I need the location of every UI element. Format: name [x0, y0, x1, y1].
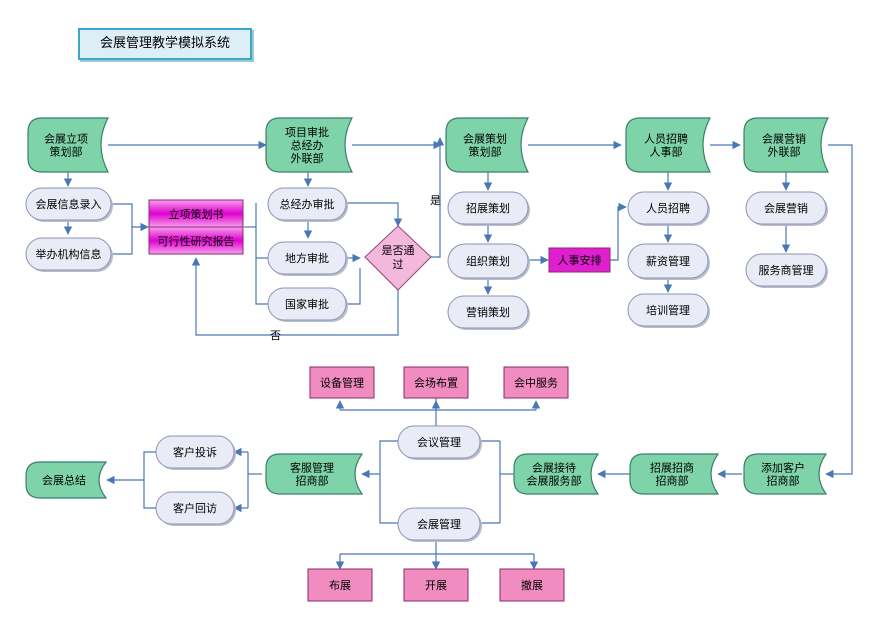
box-venue[interactable]: 会场布置 — [403, 366, 469, 399]
node-recruit-plan[interactable]: 招展策划 — [447, 191, 530, 226]
proposal-label: 立项策划书 — [169, 207, 224, 221]
diagram-title: 会展管理教学模拟系统 — [78, 28, 252, 60]
dept-label: 招商部 — [296, 474, 329, 488]
node-label: 会议管理 — [417, 435, 461, 449]
dept-label: 会展服务部 — [527, 474, 582, 488]
decision-line-1: 是否通 — [382, 244, 415, 257]
box-open[interactable]: 开展 — [403, 568, 469, 602]
proposal-block[interactable]: 立项策划书 可行性研究报告 — [148, 199, 244, 255]
box-label: 人事安排 — [558, 253, 602, 267]
node-label: 招展策划 — [466, 201, 510, 215]
dept-summary[interactable]: 会展总结 — [25, 461, 108, 499]
node-recruitment[interactable]: 人员招聘 — [627, 191, 710, 226]
box-onsite-service[interactable]: 会中服务 — [503, 366, 569, 399]
dept-label: 会展策划 — [463, 132, 507, 146]
node-label: 地方审批 — [285, 251, 329, 265]
dept-label: 招展招商 — [650, 461, 694, 475]
dept-label: 总经办 — [291, 138, 324, 152]
box-label: 设备管理 — [320, 376, 364, 390]
box-label: 会场布置 — [414, 376, 458, 390]
box-label: 布展 — [329, 579, 351, 592]
node-meeting-mgmt[interactable]: 会议管理 — [397, 425, 482, 460]
dept-label: 外联部 — [768, 145, 801, 159]
box-teardown[interactable]: 撤展 — [499, 568, 565, 602]
node-label: 总经办审批 — [280, 197, 335, 211]
node-label: 人员招聘 — [646, 201, 690, 215]
node-info-entry[interactable]: 会展信息录入 — [25, 187, 113, 222]
node-local-approval[interactable]: 地方审批 — [267, 241, 348, 276]
dept-label: 客服管理 — [290, 461, 334, 475]
dept-label: 招商部 — [767, 474, 800, 488]
node-label: 培训管理 — [646, 303, 690, 317]
box-personnel[interactable]: 人事安排 — [548, 247, 611, 273]
dept-label: 会展接待 — [532, 461, 576, 475]
box-setup[interactable]: 布展 — [307, 568, 373, 602]
box-label: 撤展 — [521, 578, 543, 592]
node-label: 国家审批 — [285, 297, 329, 311]
node-label: 会展营销 — [764, 201, 808, 215]
dept-label: 人员招聘 — [644, 132, 688, 146]
node-vendor-mgmt[interactable]: 服务商管理 — [745, 253, 828, 288]
node-organizer-info[interactable]: 举办机构信息 — [25, 237, 113, 272]
node-marketing[interactable]: 会展营销 — [745, 191, 828, 226]
node-label: 薪资管理 — [646, 254, 690, 268]
node-label: 客户回访 — [173, 501, 217, 515]
dept-label: 策划部 — [469, 145, 502, 159]
box-label: 开展 — [425, 579, 447, 592]
yes-label: 是 — [430, 194, 441, 207]
dept-label: 添加客户 — [761, 461, 805, 475]
box-label: 会中服务 — [514, 377, 558, 390]
node-national-approval[interactable]: 国家审批 — [267, 287, 348, 322]
dept-label: 会展营销 — [762, 132, 806, 146]
node-label: 组织策划 — [466, 254, 510, 268]
node-complaint[interactable]: 客户投诉 — [155, 435, 236, 470]
node-label: 营销策划 — [466, 305, 510, 319]
dept-label: 会展立项 — [44, 132, 88, 146]
dept-label: 招商部 — [656, 474, 689, 488]
node-org-plan[interactable]: 组织策划 — [447, 243, 530, 280]
dept-label: 项目审批 — [285, 125, 329, 139]
node-label: 会展信息录入 — [36, 197, 102, 211]
dept-label: 外联部 — [291, 151, 324, 165]
dept-label: 人事部 — [650, 145, 683, 159]
node-training[interactable]: 培训管理 — [627, 293, 710, 328]
connector-lines — [63, 137, 853, 570]
node-label: 服务商管理 — [759, 263, 814, 277]
node-salary[interactable]: 薪资管理 — [627, 243, 710, 280]
node-label: 会展管理 — [417, 517, 461, 531]
box-equipment[interactable]: 设备管理 — [309, 366, 375, 399]
dept-label: 会展总结 — [42, 473, 86, 487]
node-gm-approval[interactable]: 总经办审批 — [267, 187, 348, 222]
node-revisit[interactable]: 客户回访 — [155, 491, 236, 526]
feasibility-label: 可行性研究报告 — [158, 234, 235, 248]
node-exhibition-mgmt[interactable]: 会展管理 — [397, 507, 482, 542]
node-label: 客户投诉 — [173, 445, 217, 459]
node-marketing-plan[interactable]: 营销策划 — [447, 295, 530, 330]
dept-label: 策划部 — [50, 145, 83, 159]
node-label: 举办机构信息 — [36, 247, 102, 261]
decision-line-2: 过 — [393, 258, 404, 271]
approval-decision[interactable]: 是否通 过 — [364, 225, 432, 291]
no-label: 否 — [270, 329, 281, 342]
